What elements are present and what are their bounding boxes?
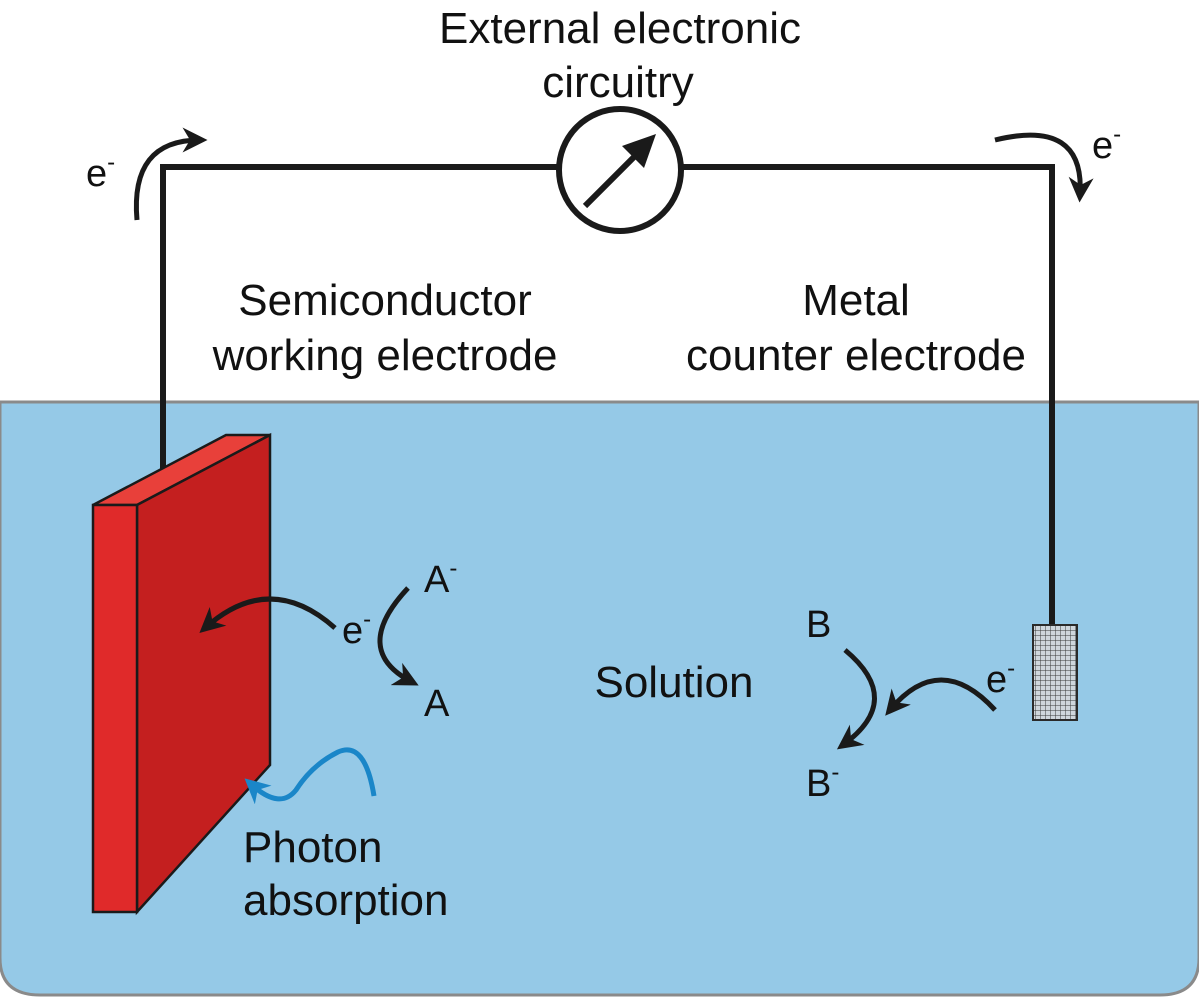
b-reduced-label: B- <box>806 759 839 805</box>
solution-label: Solution <box>594 658 753 707</box>
a-oxidation-arrow-icon <box>377 586 419 686</box>
solution-bath <box>0 400 1199 997</box>
circuit-label-line2: circuitry <box>542 58 694 107</box>
counter-electrode-label-line1: Metal <box>802 276 910 325</box>
electron-label-semiconductor: e- <box>342 606 371 652</box>
a-reduced-label: A- <box>424 555 457 601</box>
working-electrode-label-line2: working electrode <box>212 331 558 380</box>
circuit-label-line1: External electronic <box>439 4 801 53</box>
photon-label-line1: Photon <box>243 823 382 872</box>
electron-transfer-to-b-icon <box>885 677 997 716</box>
electron-label-wire-right: e- <box>1092 121 1121 167</box>
semiconductor-electrode <box>91 432 272 916</box>
electron-flow-left-icon <box>133 127 208 221</box>
electron-flow-right-icon <box>994 132 1094 203</box>
counter-electrode-label-line2: counter electrode <box>686 331 1026 380</box>
electron-transfer-to-semiconductor-icon <box>199 596 337 633</box>
ammeter-arrow-icon <box>556 106 684 234</box>
circuit-wire <box>160 164 1055 630</box>
metal-mesh-electrode <box>1032 624 1078 721</box>
b-oxidized-label: B <box>806 604 831 646</box>
b-reduction-arrow-icon <box>836 648 877 750</box>
a-oxidized-label: A <box>424 683 450 725</box>
electron-label-wire-left: e- <box>86 149 115 195</box>
working-electrode-label-line1: Semiconductor <box>238 276 531 325</box>
wavy-photon-arrow-icon <box>244 747 377 805</box>
electron-label-counter: e- <box>986 655 1015 701</box>
photon-label-line2: absorption <box>243 876 448 925</box>
